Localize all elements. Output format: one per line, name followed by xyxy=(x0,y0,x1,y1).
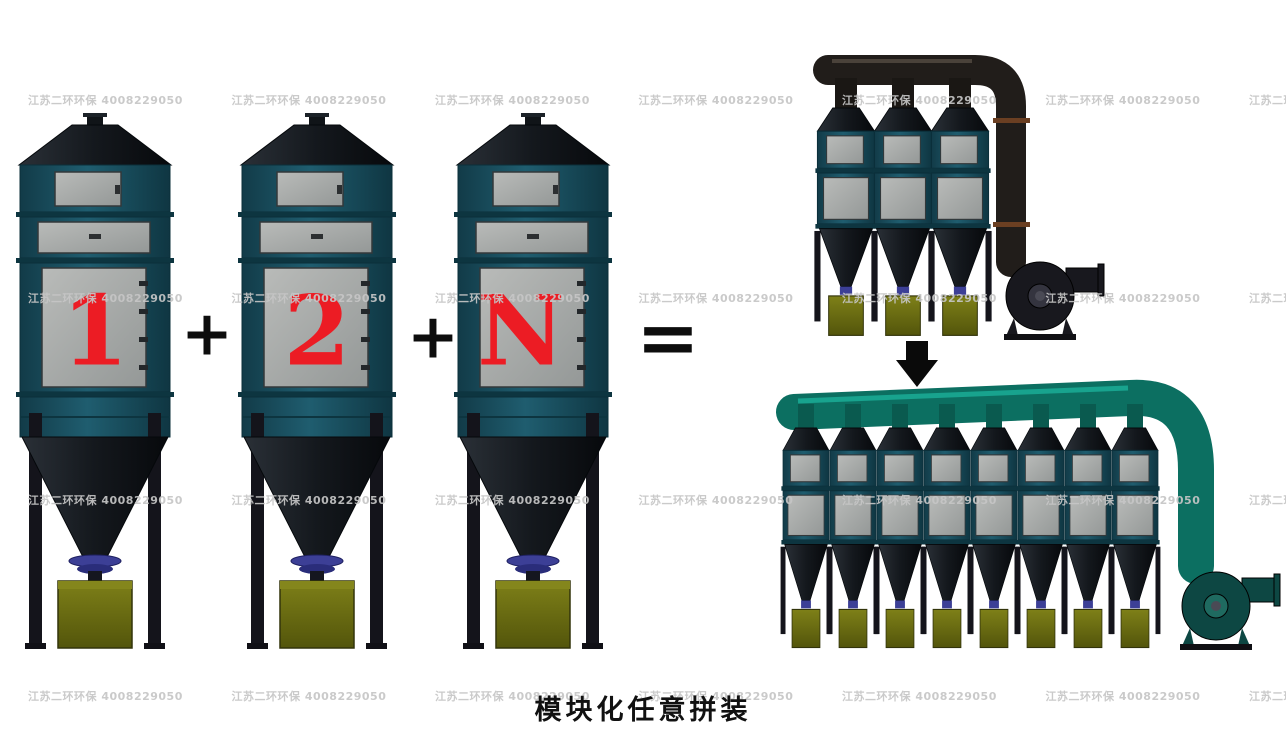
duct-ring xyxy=(993,222,1030,227)
assembly-bottom-module xyxy=(827,427,879,649)
assembly-bottom-module xyxy=(1062,427,1114,649)
assembly-bottom-module xyxy=(874,427,926,649)
duct-branch xyxy=(949,78,971,114)
top-assembly-duct xyxy=(813,55,1030,277)
assembly-bottom-module xyxy=(921,427,973,649)
assembly-bottom-module xyxy=(780,427,832,649)
outlet-fan-icon xyxy=(1179,571,1281,651)
duct-ring xyxy=(993,118,1030,123)
equals-operator: = xyxy=(636,293,700,382)
unit-2-label: 2 xyxy=(284,275,351,388)
bottom-assembly-modules xyxy=(780,427,1161,649)
unit-n-label: N xyxy=(477,275,565,388)
duct-branch xyxy=(835,78,857,114)
top-assembly-modules xyxy=(813,107,993,336)
down-arrow-icon xyxy=(896,341,938,387)
plus-operator-2: + xyxy=(407,300,459,373)
duct-main xyxy=(776,379,1214,584)
dust-collector-unit-1: 1 xyxy=(15,112,175,650)
assembly-three-modules xyxy=(813,55,1105,341)
duct-highlight xyxy=(797,385,1129,404)
assembly-top-module xyxy=(870,107,936,336)
duct-main xyxy=(813,55,1026,277)
assembly-top-module xyxy=(813,107,879,336)
assembly-bottom-module xyxy=(968,427,1020,649)
dust-collector-unit-n: N xyxy=(453,112,613,650)
unit-1-label: 1 xyxy=(62,275,129,388)
assembly-bottom-module xyxy=(1109,427,1161,649)
assembly-bottom-module xyxy=(1015,427,1067,649)
outlet-fan-icon xyxy=(1003,261,1105,341)
assembly-top-module xyxy=(927,107,993,336)
assembly-eight-modules xyxy=(776,379,1281,651)
dust-collector-unit-2: 2 xyxy=(237,112,397,650)
plus-operator-1: + xyxy=(181,297,233,370)
duct-branch xyxy=(892,78,914,114)
caption-text: 模块化任意拼装 xyxy=(534,695,752,726)
